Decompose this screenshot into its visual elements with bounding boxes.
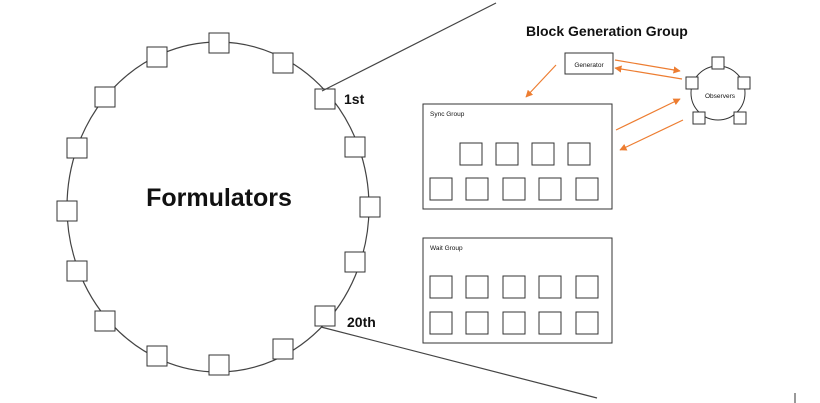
formulator-node — [314, 88, 336, 110]
sync-node — [459, 142, 483, 166]
arrow-observers-to-sync — [619, 119, 684, 151]
observer-node — [692, 111, 706, 125]
last-node-label: 20th — [347, 314, 376, 330]
sync-group-label: Sync Group — [430, 111, 465, 118]
formulator-node — [344, 251, 366, 273]
wait-node — [575, 311, 599, 335]
block-generation-group-title: Block Generation Group — [526, 23, 688, 39]
wait-node — [465, 311, 489, 335]
zoom-line-bottom — [320, 326, 598, 399]
wait-node — [465, 275, 489, 299]
wait-node — [429, 275, 453, 299]
formulator-node — [314, 305, 336, 327]
sync-node — [567, 142, 591, 166]
arrow-generator-to-observers — [614, 59, 681, 74]
observer-node — [711, 56, 725, 70]
formulators-label: Formulators — [146, 184, 292, 212]
sync-node — [502, 177, 526, 201]
formulator-node — [344, 136, 366, 158]
sync-node — [465, 177, 489, 201]
formulator-node — [146, 345, 168, 367]
formulator-node — [208, 354, 230, 376]
ring-nodes — [56, 32, 381, 376]
generator-label: Generator — [574, 62, 604, 69]
sync-node — [538, 177, 562, 201]
formulator-node — [272, 338, 294, 360]
first-node-label: 1st — [344, 91, 365, 107]
wait-group: Wait Group — [422, 237, 613, 344]
arrow-generator-to-sync — [525, 64, 557, 98]
formulator-node — [359, 196, 381, 218]
formulator-node — [208, 32, 230, 54]
wait-node — [502, 275, 526, 299]
sync-node — [429, 177, 453, 201]
generator-node: Generator — [564, 52, 614, 75]
formulator-node — [66, 260, 88, 282]
formulator-node — [94, 310, 116, 332]
observers-group: Observers — [685, 56, 751, 125]
arrow-observers-to-generator — [614, 65, 683, 80]
communication-arrows — [525, 59, 684, 151]
wait-node — [429, 311, 453, 335]
wait-group-label: Wait Group — [430, 245, 463, 252]
sync-node — [495, 142, 519, 166]
observers-label: Observers — [705, 93, 736, 100]
arrow-sync-to-observers — [615, 98, 681, 131]
observer-node — [685, 76, 699, 90]
sync-group-nodes — [429, 142, 599, 201]
observer-node — [737, 76, 751, 90]
formulator-node — [146, 46, 168, 68]
zoom-line-top — [321, 2, 497, 92]
formulators-ring: Formulators 1st 20th — [56, 32, 381, 376]
wait-node — [538, 275, 562, 299]
sync-group: Sync Group — [422, 103, 613, 210]
wait-group-nodes — [429, 275, 599, 335]
wait-node — [538, 311, 562, 335]
wait-node — [575, 275, 599, 299]
formulator-node — [94, 86, 116, 108]
formulator-node — [56, 200, 78, 222]
wait-node — [502, 311, 526, 335]
observer-node — [733, 111, 747, 125]
sync-node — [531, 142, 555, 166]
sync-node — [575, 177, 599, 201]
formulator-node — [272, 52, 294, 74]
formulator-node — [66, 137, 88, 159]
